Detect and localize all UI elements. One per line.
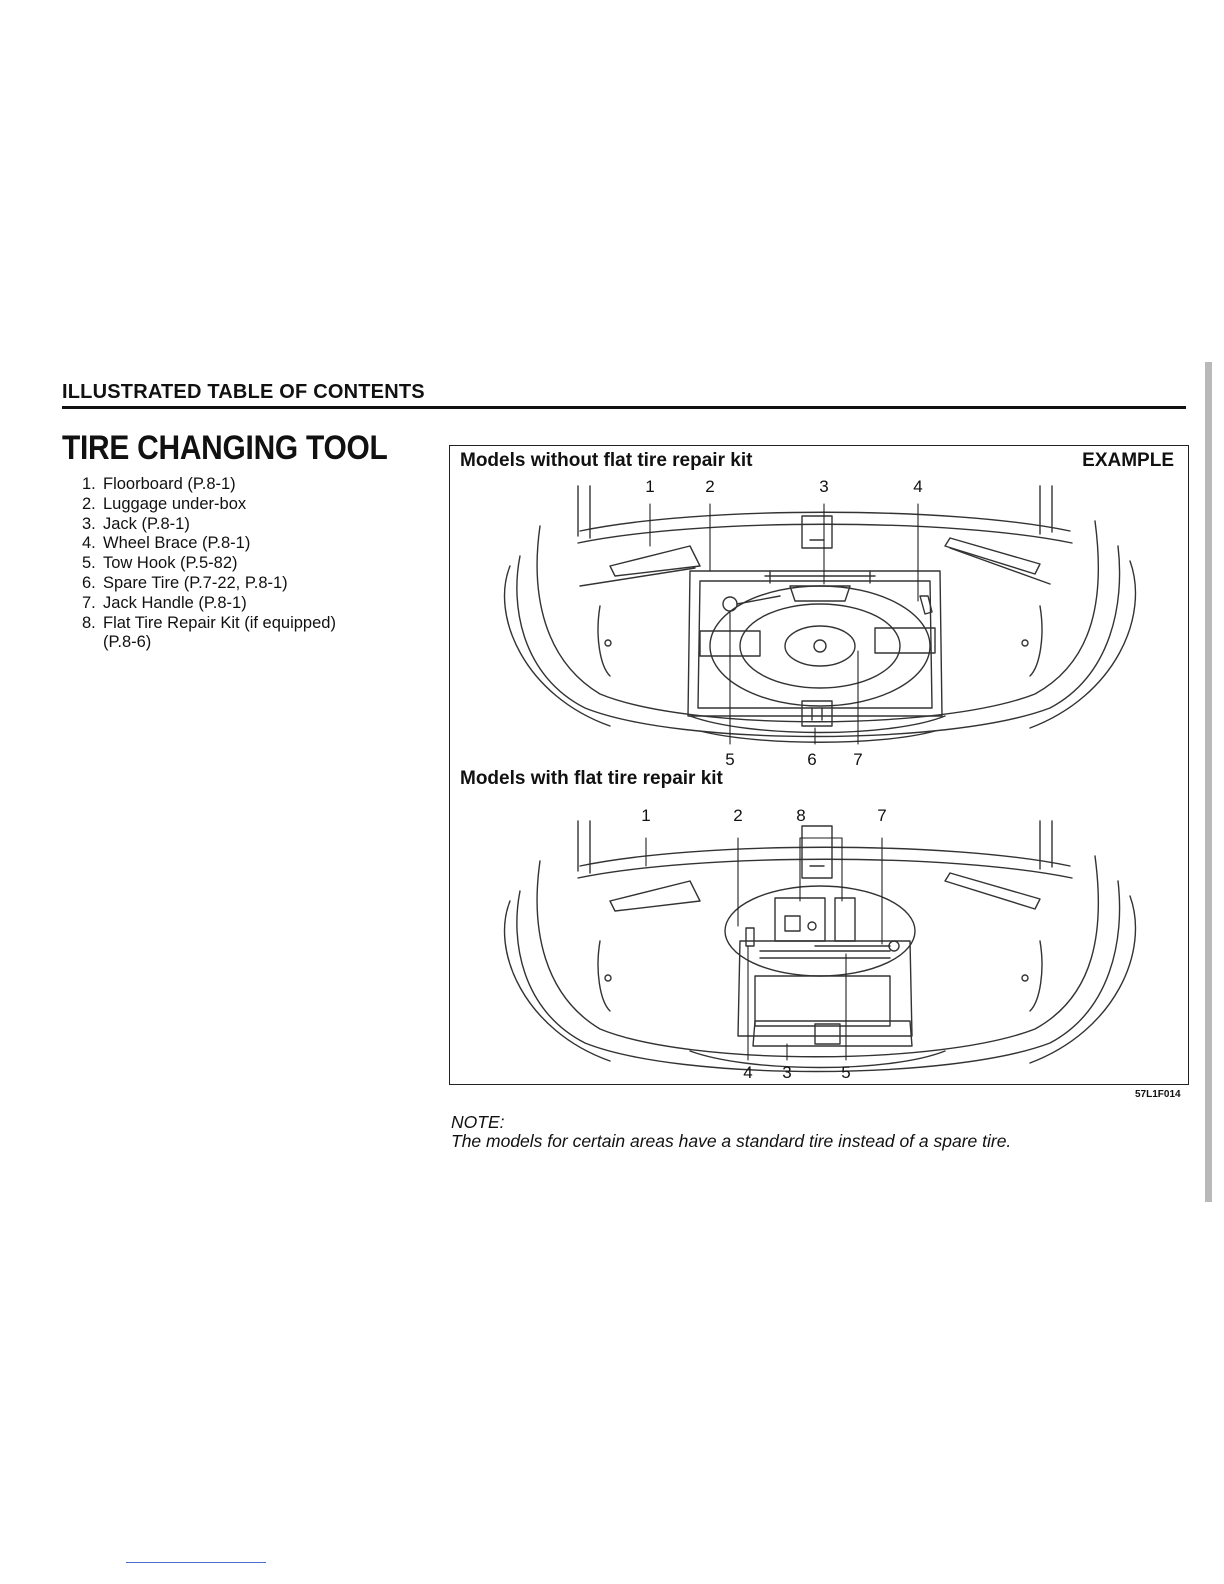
list-item: 5.Tow Hook (P.5-82): [82, 554, 238, 573]
note-text: The models for certain areas have a stan…: [451, 1131, 1012, 1151]
tool-list: 1.Floorboard (P.8-1) 2.Luggage under-box…: [82, 475, 336, 653]
section-title-without-kit: Models without flat tire repair kit: [460, 450, 753, 471]
callout-label: 1: [641, 806, 651, 825]
callout-label: 5: [725, 750, 735, 769]
trunk-illustration-figure: Models without flat tire repair kit EXAM…: [449, 445, 1189, 1085]
callout-leader-lines: [645, 503, 919, 1061]
trunk-drawing-without-kit: [503, 485, 1137, 743]
callout-label: 5: [841, 1063, 851, 1082]
list-item: 3.Jack (P.8-1): [82, 514, 190, 533]
callout-label: 2: [705, 477, 715, 496]
list-item: 6.Spare Tire (P.7-22, P.8-1): [82, 573, 288, 592]
callout-label: 4: [913, 477, 923, 496]
figure-code: 57L1F014: [1135, 1089, 1181, 1100]
callout-label: 6: [807, 750, 817, 769]
callout-label: 7: [853, 750, 863, 769]
section-title-with-kit: Models with flat tire repair kit: [460, 768, 723, 789]
callout-label: 2: [733, 806, 743, 825]
callout-label: 7: [877, 806, 887, 825]
callout-label: 8: [796, 806, 806, 825]
trunk-drawing-with-kit: [503, 820, 1137, 1073]
list-item: 2.Luggage under-box: [82, 494, 247, 513]
list-item: 4.Wheel Brace (P.8-1): [82, 534, 251, 553]
callout-label: 3: [782, 1063, 792, 1082]
callout-label: 1: [645, 477, 655, 496]
page-title: TIRE CHANGING TOOL: [62, 429, 388, 467]
list-item: 7.Jack Handle (P.8-1): [82, 593, 247, 612]
section-header: ILLUSTRATED TABLE OF CONTENTS: [62, 381, 425, 403]
header-rule: [62, 406, 1186, 409]
callout-label: 4: [743, 1063, 753, 1082]
trunk-line-drawing: [503, 485, 1137, 1073]
note-label: NOTE:: [451, 1112, 505, 1132]
callout-label: 3: [819, 477, 829, 496]
footer-link-underline: [126, 1562, 266, 1563]
list-item: 8.Flat Tire Repair Kit (if equipped) (P.…: [82, 613, 336, 652]
page-edge-bar: [1205, 362, 1212, 1202]
example-label: EXAMPLE: [1082, 450, 1174, 471]
list-item: 1.Floorboard (P.8-1): [82, 475, 236, 493]
